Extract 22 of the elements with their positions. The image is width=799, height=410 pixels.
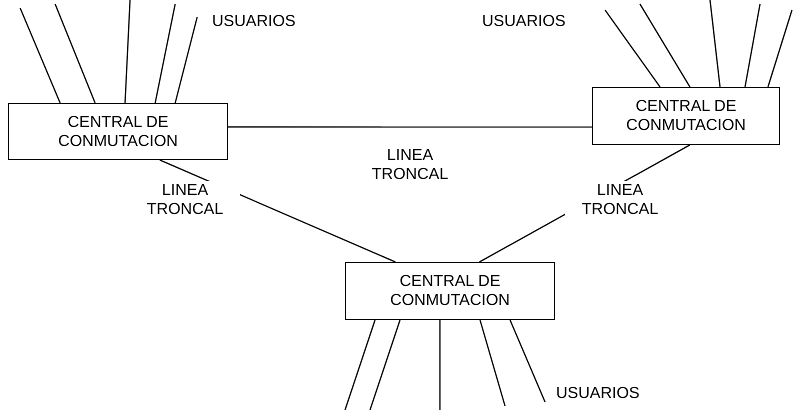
box-label: CENTRAL DE CONMUTACION [389, 272, 511, 310]
box-label: CENTRAL DE CONMUTACION [625, 97, 747, 135]
user-line [767, 10, 793, 88]
user-line [479, 320, 506, 406]
user-line [604, 10, 661, 88]
user-line [369, 320, 401, 410]
user-line [124, 0, 131, 104]
user-line [744, 4, 761, 88]
switching-center-box [8, 103, 228, 160]
user-line [154, 4, 176, 104]
user-line [509, 320, 546, 402]
user-line [54, 4, 96, 104]
user-line [20, 8, 61, 104]
user-line [639, 4, 690, 88]
switching-center-box [345, 262, 555, 320]
trunk-line [228, 126, 592, 128]
user-line [439, 320, 441, 410]
user-line [709, 0, 721, 88]
switching-center-box [592, 87, 780, 145]
user-line [344, 320, 376, 410]
user-line [174, 16, 198, 104]
box-label: CENTRAL DE CONMUTACION [57, 112, 179, 150]
